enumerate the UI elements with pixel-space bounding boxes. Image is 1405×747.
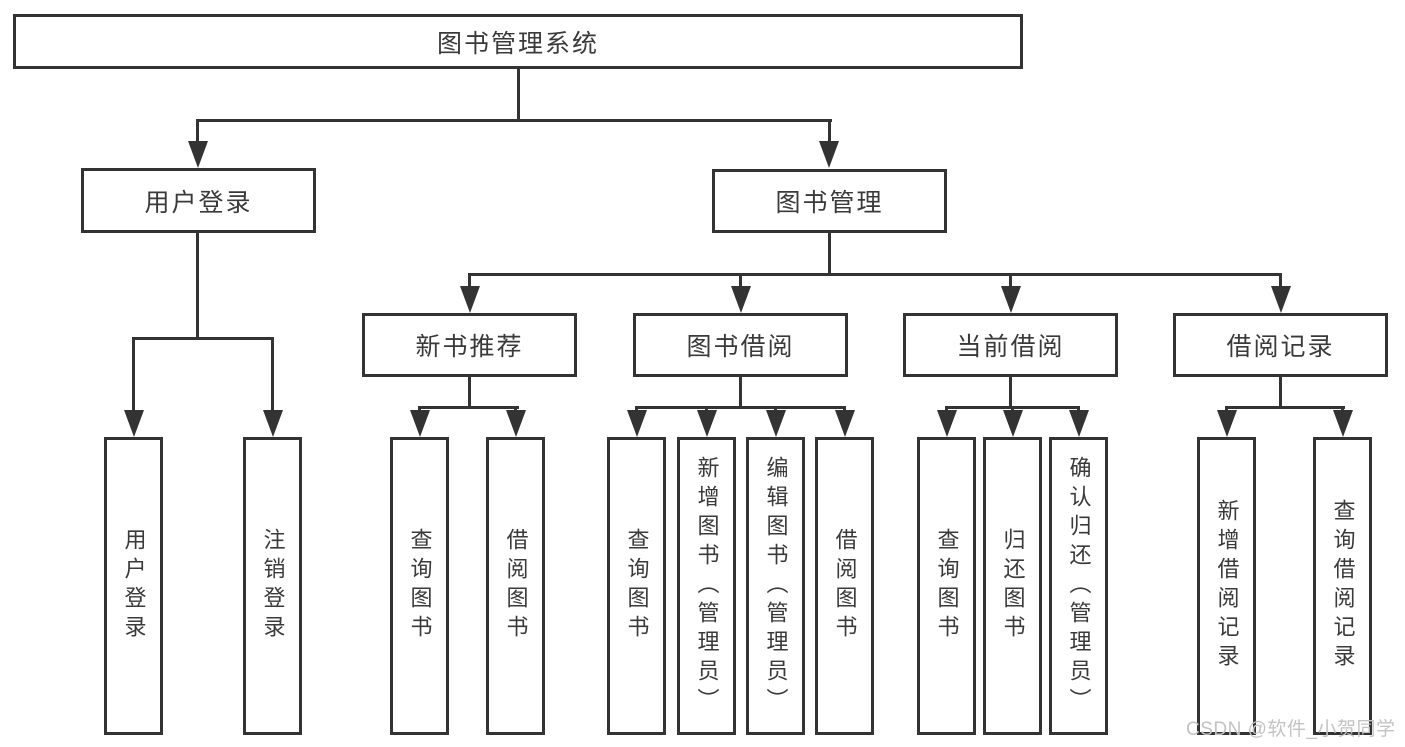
node-label: 编辑图书（管理员） (763, 455, 789, 717)
connector-line (635, 406, 846, 409)
arrow-down-icon (1003, 410, 1023, 437)
leaf-return-books: 归还图书 (983, 437, 1042, 735)
leaf-user-login: 用户登录 (104, 437, 163, 735)
node-label: 查询图书 (407, 528, 433, 644)
connector-line (132, 337, 135, 412)
node-label: 查询图书 (624, 528, 650, 644)
arrow-down-icon (731, 286, 751, 313)
node-label: 新书推荐 (415, 333, 524, 361)
arrow-down-icon (506, 410, 526, 437)
arrow-down-icon (697, 410, 717, 437)
connector-line (1225, 406, 1345, 409)
arrow-down-icon (1271, 286, 1291, 313)
node-user-login: 用户登录 (81, 168, 316, 233)
arrow-down-icon (1333, 410, 1353, 437)
connector-line (132, 337, 274, 340)
leaf-recommend-borrow-books: 借阅图书 (486, 437, 545, 735)
arrow-down-icon (1217, 410, 1237, 437)
node-label: 当前借阅 (956, 333, 1065, 361)
node-label: 用户登录 (121, 528, 147, 644)
connector-line (828, 233, 831, 276)
connector-line (1279, 273, 1282, 289)
node-label: 确认归还（管理员） (1066, 455, 1092, 717)
node-library-management-system: 图书管理系统 (13, 14, 1023, 69)
arrow-down-icon (263, 410, 283, 437)
node-label: 借阅图书 (503, 528, 529, 644)
arrow-down-icon (124, 410, 144, 437)
node-label: 新增图书（管理员） (694, 455, 720, 717)
leaf-borrow-books: 借阅图书 (815, 437, 874, 735)
connector-line (196, 119, 199, 145)
node-borrow-record: 借阅记录 (1173, 313, 1388, 377)
node-label: 借阅记录 (1226, 333, 1335, 361)
connector-line (1009, 273, 1012, 289)
node-label: 用户登录 (144, 188, 253, 217)
leaf-confirm-return-admin: 确认归还（管理员） (1049, 437, 1108, 735)
node-label: 借阅图书 (832, 528, 858, 644)
leaf-borrow-query-books: 查询图书 (607, 437, 666, 735)
node-book-borrow: 图书借阅 (633, 313, 848, 377)
arrow-down-icon (1001, 286, 1021, 313)
arrow-down-icon (410, 410, 430, 437)
leaf-add-books-admin: 新增图书（管理员） (677, 437, 736, 735)
connector-line (468, 377, 471, 409)
leaf-edit-books-admin: 编辑图书（管理员） (746, 437, 805, 735)
leaf-add-borrow-record: 新增借阅记录 (1197, 437, 1256, 735)
arrow-down-icon (835, 410, 855, 437)
connector-line (196, 119, 832, 122)
leaf-query-borrow-record: 查询借阅记录 (1313, 437, 1372, 735)
connector-line (517, 69, 520, 122)
connector-line (271, 337, 274, 412)
node-label: 注销登录 (260, 528, 286, 644)
node-label: 图书借阅 (686, 333, 795, 361)
arrow-down-icon (460, 286, 480, 313)
arrow-down-icon (937, 410, 957, 437)
leaf-logout: 注销登录 (243, 437, 302, 735)
arrow-down-icon (1069, 410, 1089, 437)
node-new-book-recommend: 新书推荐 (362, 313, 577, 377)
connector-line (468, 273, 471, 289)
node-current-borrow: 当前借阅 (903, 313, 1118, 377)
arrow-down-icon (819, 141, 839, 168)
connector-line (418, 406, 519, 409)
csdn-watermark: CSDN @软件_小贺同学 (1186, 719, 1396, 740)
connector-line (1279, 377, 1282, 409)
leaf-current-query-books: 查询图书 (917, 437, 976, 735)
node-label: 查询借阅记录 (1330, 499, 1356, 673)
node-book-management: 图书管理 (712, 169, 947, 233)
leaf-recommend-query-books: 查询图书 (390, 437, 449, 735)
connector-line (196, 233, 199, 340)
arrow-down-icon (188, 141, 208, 168)
connector-line (739, 377, 742, 409)
node-label: 新增借阅记录 (1214, 499, 1240, 673)
connector-line (828, 119, 831, 145)
arrow-down-icon (627, 410, 647, 437)
connector-line (468, 273, 1282, 276)
arrow-down-icon (766, 410, 786, 437)
node-label: 查询图书 (934, 528, 960, 644)
connector-line (1009, 377, 1012, 409)
node-label: 归还图书 (1000, 528, 1026, 644)
node-label: 图书管理 (775, 189, 884, 217)
node-label: 图书管理系统 (436, 29, 599, 58)
connector-line (739, 273, 742, 289)
